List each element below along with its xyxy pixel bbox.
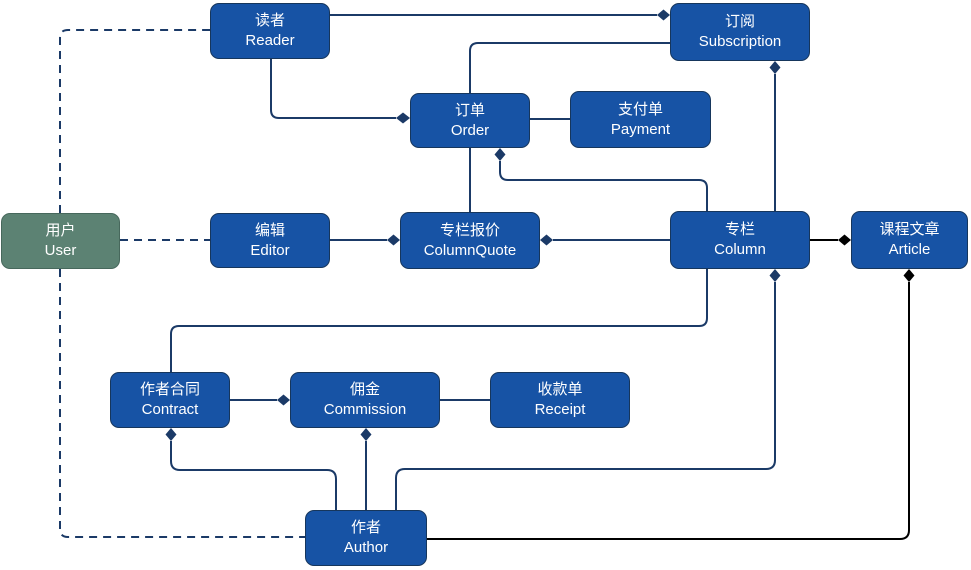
diamond-commission-bottom — [360, 428, 372, 441]
node-article: 课程文章 Article — [851, 211, 968, 269]
node-user: 用户 User — [1, 213, 120, 269]
node-editor-label-zh: 编辑 — [254, 221, 285, 239]
diamond-column-bottom — [769, 269, 781, 282]
node-order-label-zh: 订单 — [454, 101, 485, 119]
diamond-columnquote-left — [387, 234, 400, 246]
edge-contract-author — [170, 441, 337, 510]
node-receipt-label-en: Receipt — [534, 401, 586, 418]
node-payment-label-en: Payment — [610, 120, 671, 138]
node-receipt-label-zh: 收款单 — [537, 381, 583, 398]
diamond-order-left — [396, 112, 410, 124]
node-column-label-en: Column — [714, 241, 766, 258]
node-article-label-en: Article — [888, 241, 931, 258]
node-editor-label-en: Editor — [250, 241, 290, 259]
node-user-label-en: User — [44, 242, 77, 259]
node-column-label-zh: 专栏 — [724, 221, 755, 238]
node-reader: 读者 Reader — [210, 3, 330, 59]
diamond-subscription-left — [657, 9, 670, 21]
node-column-quote-label-en: ColumnQuote — [423, 241, 517, 259]
node-contract-label-en: Contract — [141, 401, 199, 418]
node-author-label-zh: 作者 — [350, 519, 381, 536]
node-author: 作者 Author — [305, 510, 427, 566]
edge-column-author — [395, 282, 776, 510]
node-payment-label-zh: 支付单 — [617, 100, 663, 118]
diamond-contract-bottom — [165, 428, 177, 441]
edge-user-author — [59, 269, 305, 538]
node-receipt: 收款单 Receipt — [490, 372, 630, 428]
diamond-article-left — [838, 234, 851, 246]
node-commission: 佣金 Commission — [290, 372, 440, 428]
diamond-order-bottom — [494, 148, 506, 161]
edge-user-reader — [59, 29, 210, 213]
edge-order-subscription — [469, 42, 670, 93]
edge-order-column — [499, 161, 708, 211]
node-editor: 编辑 Editor — [210, 213, 330, 268]
node-article-label-zh: 课程文章 — [879, 221, 940, 238]
diamond-columnquote-right — [540, 234, 553, 246]
edge-column-contract — [170, 269, 708, 372]
node-user-label-zh: 用户 — [45, 222, 76, 239]
node-subscription-label-en: Subscription — [698, 33, 782, 50]
node-reader-label-en: Reader — [245, 32, 295, 49]
node-reader-label-zh: 读者 — [254, 12, 285, 29]
node-column-quote: 专栏报价 ColumnQuote — [400, 212, 540, 269]
node-order-label-en: Order — [450, 121, 490, 139]
node-subscription-label-zh: 订阅 — [724, 13, 755, 30]
node-commission-label-zh: 佣金 — [349, 381, 380, 398]
node-column-quote-label-zh: 专栏报价 — [439, 221, 500, 239]
node-author-label-en: Author — [343, 539, 389, 556]
diamond-subscription-bottom — [769, 61, 781, 74]
diamond-article-bottom — [903, 269, 915, 282]
node-contract-label-zh: 作者合同 — [139, 381, 200, 398]
node-payment: 支付单 Payment — [570, 91, 711, 148]
node-subscription: 订阅 Subscription — [670, 3, 810, 61]
diamond-commission-left — [277, 394, 290, 406]
node-contract: 作者合同 Contract — [110, 372, 230, 428]
node-order: 订单 Order — [410, 93, 530, 148]
node-commission-label-en: Commission — [323, 401, 407, 418]
edge-reader-order — [270, 59, 396, 119]
node-column: 专栏 Column — [670, 211, 810, 269]
edge-article-author — [427, 282, 910, 540]
